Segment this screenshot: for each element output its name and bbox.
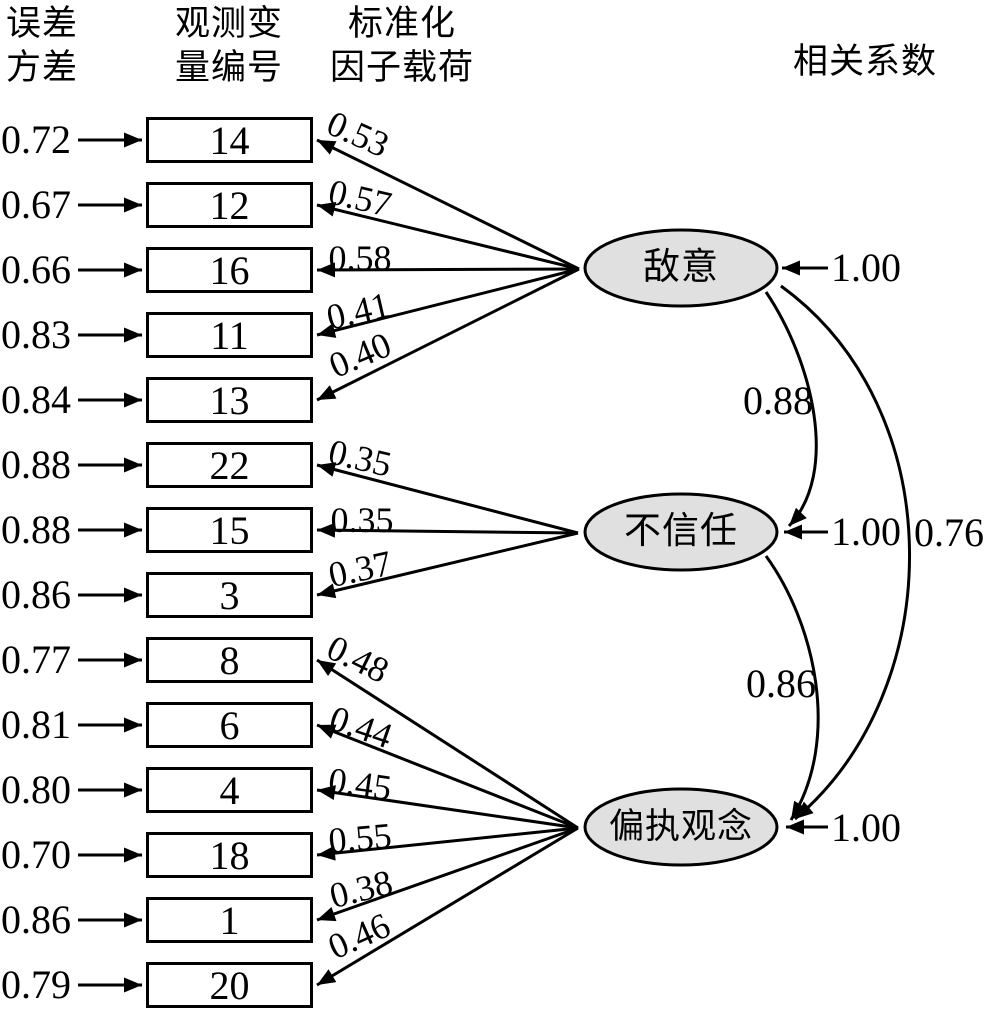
loading-arrow [316, 826, 579, 922]
header-observed-variable: 观测变 量编号 [156, 2, 302, 90]
correlation-curve-distrust-paranoid [764, 555, 820, 821]
header-error-variance-line2: 方差 [5, 48, 78, 87]
loading-arrow [316, 462, 579, 535]
error-variance-value: 0.88 [1, 507, 71, 552]
observed-variable-box: 20 [146, 962, 313, 1008]
error-variance-value: 0.88 [1, 442, 71, 487]
loading-arrow [316, 785, 579, 830]
loading-arrow [316, 522, 579, 538]
observed-variable-box: 3 [146, 572, 313, 618]
loading-arrow [316, 826, 579, 861]
error-variance-value: 0.67 [1, 182, 71, 227]
observed-variable-box: 18 [146, 832, 313, 878]
header-observed-variable-line2: 量编号 [174, 48, 283, 87]
factor-ellipse-paranoid [583, 787, 779, 867]
observed-variable-box: 6 [146, 702, 313, 748]
factor-ellipses [583, 228, 779, 867]
observed-variable-box: 4 [146, 767, 313, 813]
loading-arrows-distrust [316, 462, 579, 599]
correlation-value-hostility-distrust: 0.88 [743, 378, 813, 423]
header-std-loading-line2: 因子载荷 [329, 48, 474, 87]
loading-arrows-hostility [316, 138, 580, 402]
loading-arrow [316, 658, 579, 830]
loading-arrow [316, 262, 580, 278]
error-variance-value: 0.84 [1, 377, 71, 422]
loading-arrow [316, 201, 580, 271]
variance-value: 1.00 [831, 245, 901, 290]
factor-ellipse-distrust [583, 492, 779, 572]
observed-variable-box: 12 [146, 182, 313, 228]
observed-variable-box: 13 [146, 377, 313, 423]
observed-variable-number: 14 [209, 117, 250, 163]
observed-variable-number: 20 [209, 962, 250, 1008]
loading-arrows-paranoid [316, 658, 579, 987]
observed-variable-number: 15 [209, 507, 250, 553]
loading-arrow [316, 826, 579, 987]
observed-variable-number: 11 [210, 312, 249, 358]
observed-variable-box: 14 [146, 117, 313, 163]
loading-value: 0.58 [328, 238, 392, 278]
error-variance-value: 0.79 [1, 962, 71, 1007]
error-variance-value: 0.81 [1, 702, 71, 747]
observed-variable-box: 16 [146, 247, 313, 293]
loading-value: 0.55 [326, 815, 394, 861]
observed-variable-box: 8 [146, 637, 313, 683]
factor-label-paranoid: 偏执观念 [608, 807, 753, 846]
header-std-loading-line1: 标准化 [347, 4, 456, 43]
variance-value: 1.00 [831, 509, 901, 554]
correlation-curve-hostility-paranoid [780, 284, 911, 821]
correlation-value-hostility-paranoid: 0.76 [914, 510, 984, 555]
observed-variable-number: 12 [209, 182, 250, 228]
loading-arrow [316, 267, 580, 338]
header-correlation: 相关系数 [792, 42, 937, 81]
observed-variable-box: 11 [146, 312, 313, 358]
error-variance-value: 0.70 [1, 832, 71, 877]
observed-variable-box: 15 [146, 507, 313, 553]
error-arrows [78, 132, 142, 993]
error-variance-value: 0.72 [1, 117, 71, 162]
factor-label-distrust: 不信任 [624, 511, 738, 552]
observed-variable-number: 4 [219, 767, 240, 813]
variance-value: 1.00 [831, 805, 901, 850]
header-observed-variable-line1: 观测变 [174, 4, 283, 43]
observed-variable-number: 13 [209, 377, 250, 423]
header-error-variance-line1: 误差 [5, 4, 78, 43]
loading-arrow [316, 723, 579, 830]
loading-arrow [316, 267, 580, 402]
observed-variable-number: 1 [219, 897, 240, 943]
header-error-variance: 误差 方差 [0, 2, 84, 90]
error-variance-value: 0.86 [1, 572, 71, 617]
error-variance-value: 0.86 [1, 897, 71, 942]
variance-arrows [782, 260, 828, 835]
observed-variable-box: 1 [146, 897, 313, 943]
header-std-loading: 标准化 因子载荷 [322, 2, 482, 90]
error-variance-value: 0.77 [1, 637, 71, 682]
observed-variable-number: 22 [209, 442, 250, 488]
error-variance-value: 0.80 [1, 767, 71, 812]
loading-value: 0.35 [330, 500, 394, 540]
observed-variable-number: 3 [219, 572, 240, 618]
loading-arrow [316, 138, 580, 271]
correlation-value-distrust-paranoid: 0.86 [746, 661, 816, 706]
error-variance-value: 0.83 [1, 312, 71, 357]
error-variance-value: 0.66 [1, 247, 71, 292]
correlation-curves [764, 284, 911, 821]
correlation-curve-hostility-distrust [764, 291, 818, 528]
observed-variable-number: 18 [209, 832, 250, 878]
observed-variable-number: 16 [209, 247, 250, 293]
observed-variable-number: 8 [219, 637, 240, 683]
factor-label-hostility: 敌意 [643, 247, 719, 288]
observed-variable-number: 6 [219, 702, 240, 748]
factor-ellipse-hostility [583, 228, 779, 308]
observed-variable-box: 22 [146, 442, 313, 488]
loading-arrow [316, 531, 579, 599]
